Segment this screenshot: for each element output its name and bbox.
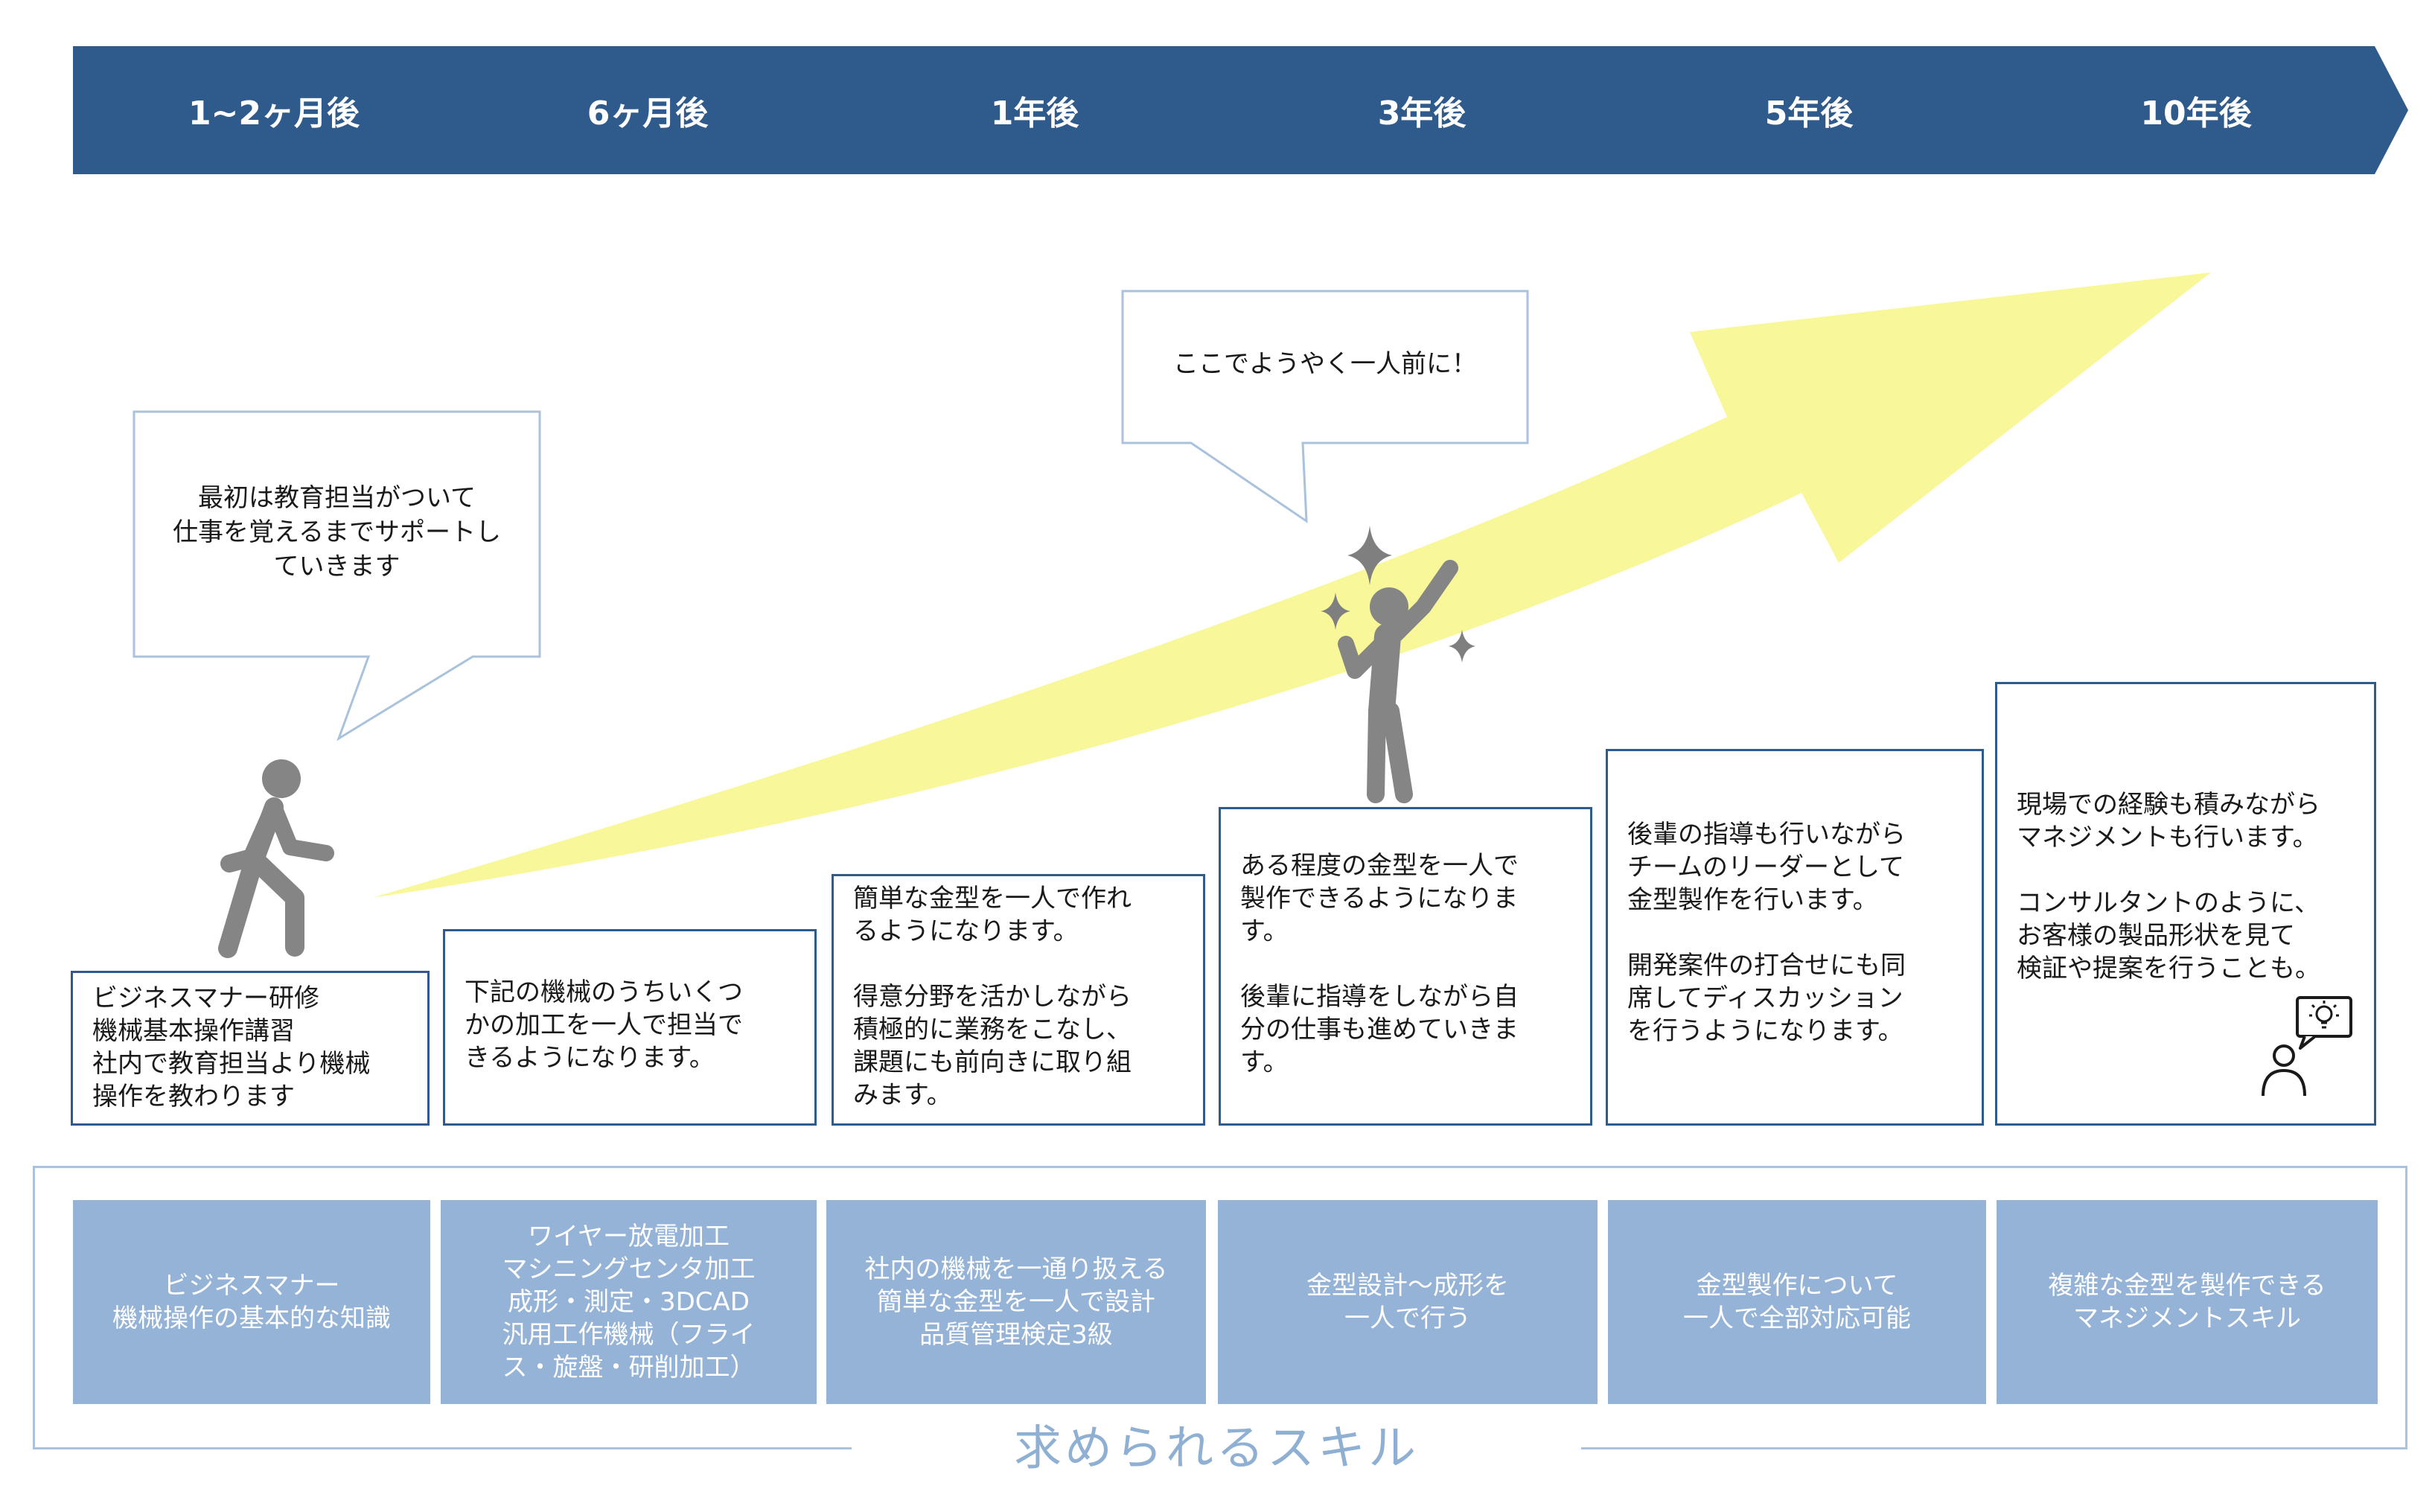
sparkle-icon [1449, 630, 1475, 663]
skill-box-5: 金型製作について 一人で全部対応可能 [1608, 1200, 1986, 1404]
bubble-text-first: 最初は教育担当がついて 仕事を覚えるまでサポートし ていきます [173, 483, 501, 581]
skill-box-4: 金型設計～成形を 一人で行う [1218, 1200, 1598, 1404]
timeline-label: 1年後 [990, 95, 1079, 133]
step-box-6: 現場での経験も積みながら マネジメントも行います。 コンサルタントのように、 お… [1995, 682, 2376, 1126]
step-box-4: ある程度の金型を一人で 製作できるようになりま す。 後輩に指導をしながら自 分… [1219, 807, 1592, 1126]
skill-box-2: ワイヤー放電加工 マシニングセンタ加工 成形・測定・3DCAD 汎用工作機械（フ… [441, 1200, 817, 1404]
skills-frame [33, 1166, 2407, 1449]
lightbulb-icon [2315, 1005, 2333, 1023]
step-box-1: ビジネスマナー研修 機械基本操作講習 社内で教育担当より機械 操作を教わります [71, 971, 430, 1126]
step-box-3: 簡単な金型を一人で作れ るようになります。 得意分野を活かしながら 積極的に業務… [832, 874, 1205, 1126]
timeline-step-6: 10年後 [1984, 46, 2408, 174]
timeline-label: 3年後 [1377, 95, 1467, 133]
idea-person-icon [2262, 996, 2352, 1097]
timeline-label: 6ヶ月後 [587, 95, 709, 133]
step-box-2: 下記の機械のうちいくつ かの加工を一人で担当で きるようになります。 [443, 929, 817, 1126]
skill-box-3: 社内の機械を一通り扱える 簡単な金型を一人で設計 品質管理検定3級 [826, 1200, 1206, 1404]
timeline-step-3: 1年後 [823, 46, 1247, 174]
cheering-person-icon [1338, 560, 1458, 803]
timeline-step-2: 6ヶ月後 [435, 46, 860, 174]
timeline-step-1: 1~2ヶ月後 [73, 46, 475, 174]
sparkle-icon [1321, 593, 1350, 630]
skill-box-6: 複雑な金型を製作できる マネジメントスキル [1997, 1200, 2378, 1404]
timeline-step-5: 5年後 [1597, 46, 2021, 174]
timeline-label: 5年後 [1764, 95, 1854, 133]
walking-person-icon [218, 759, 334, 958]
skill-box-1: ビジネスマナー 機械操作の基本的な知識 [73, 1200, 430, 1404]
timeline-label: 10年後 [2140, 95, 2252, 133]
skills-title: 求められるスキル [1014, 1421, 1419, 1476]
timeline: 1~2ヶ月後 6ヶ月後 1年後 3年後 5年後 10年後 [0, 0, 2435, 194]
sparkle-icon [1347, 526, 1392, 585]
timeline-label: 1~2ヶ月後 [188, 95, 360, 133]
step-box-5: 後輩の指導も行いながら チームのリーダーとして 金型製作を行います。 開発案件の… [1606, 749, 1984, 1126]
bubble-text-second: ここでようやく一人前に！ [1173, 349, 1477, 379]
timeline-step-4: 3年後 [1210, 46, 1634, 174]
